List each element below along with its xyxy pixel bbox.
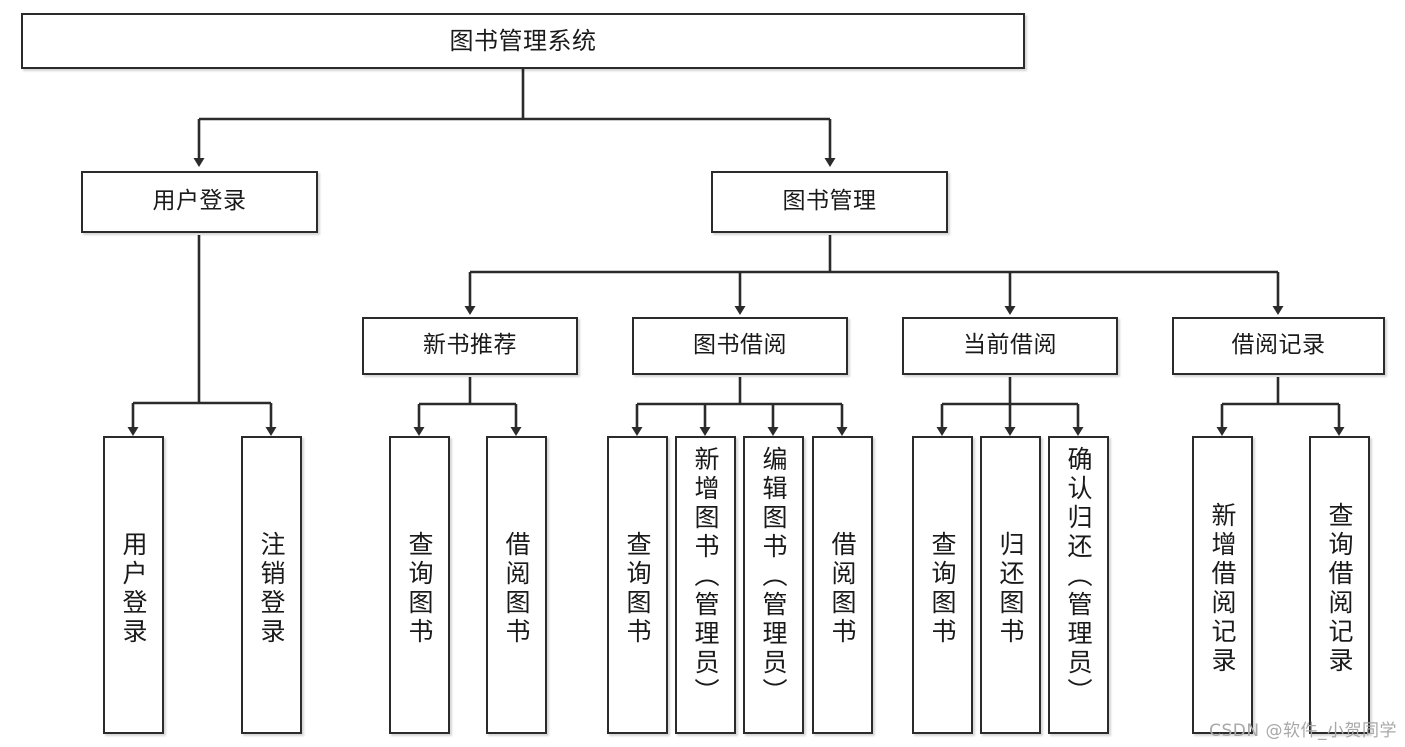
leaf-book-borrow-borrow[interactable]: 借阅图书 <box>812 436 873 734</box>
node-label: 借阅记录 <box>1231 332 1326 359</box>
node-label: 新书推荐 <box>423 332 517 359</box>
node-label: 确认归还（管理员） <box>1064 446 1093 707</box>
leaf-book-borrow-query[interactable]: 查询图书 <box>607 436 668 734</box>
leaf-book-borrow-edit[interactable]: 编辑图书（管理员） <box>743 436 804 734</box>
node-label: 借阅图书 <box>502 531 531 647</box>
leaf-user-login-logout[interactable]: 注销登录 <box>241 436 302 734</box>
leaf-book-borrow-add[interactable]: 新增图书（管理员） <box>675 436 736 734</box>
node-label: 查询图书 <box>928 531 957 647</box>
node-label: 当前借阅 <box>963 332 1057 359</box>
node-label: 归还图书 <box>996 531 1025 647</box>
node-label: 借阅图书 <box>828 531 857 647</box>
leaf-user-login-login[interactable]: 用户登录 <box>103 436 164 734</box>
node-label: 查询图书 <box>623 531 652 647</box>
node-book-borrow[interactable]: 图书借阅 <box>632 317 848 375</box>
node-label: 查询图书 <box>405 531 434 647</box>
leaf-current-borrow-confirm-return[interactable]: 确认归还（管理员） <box>1048 436 1109 734</box>
node-book-management[interactable]: 图书管理 <box>711 171 948 233</box>
node-label: 用户登录 <box>152 188 247 215</box>
node-label: 查询借阅记录 <box>1325 502 1354 676</box>
node-label: 图书管理系统 <box>449 26 597 55</box>
leaf-borrow-record-query[interactable]: 查询借阅记录 <box>1309 436 1370 734</box>
leaf-current-borrow-query[interactable]: 查询图书 <box>912 436 973 734</box>
node-label: 图书管理 <box>782 188 877 215</box>
node-label: 编辑图书（管理员） <box>759 446 788 707</box>
node-label: 图书借阅 <box>693 332 787 359</box>
node-new-book-recommend[interactable]: 新书推荐 <box>362 317 578 375</box>
watermark-text: CSDN @软件_小贺同学 <box>1209 721 1397 741</box>
leaf-borrow-record-add[interactable]: 新增借阅记录 <box>1192 436 1253 734</box>
node-label: 新增借阅记录 <box>1208 502 1237 676</box>
leaf-current-borrow-return[interactable]: 归还图书 <box>980 436 1041 734</box>
node-label: 新增图书（管理员） <box>691 446 720 707</box>
node-label: 用户登录 <box>119 531 148 647</box>
node-root-system[interactable]: 图书管理系统 <box>21 13 1025 69</box>
leaf-new-book-borrow[interactable]: 借阅图书 <box>486 436 547 734</box>
node-borrow-record[interactable]: 借阅记录 <box>1172 317 1385 375</box>
node-current-borrow[interactable]: 当前借阅 <box>902 317 1118 375</box>
leaf-new-book-query[interactable]: 查询图书 <box>389 436 450 734</box>
node-label: 注销登录 <box>257 531 286 647</box>
node-user-login[interactable]: 用户登录 <box>81 171 318 233</box>
